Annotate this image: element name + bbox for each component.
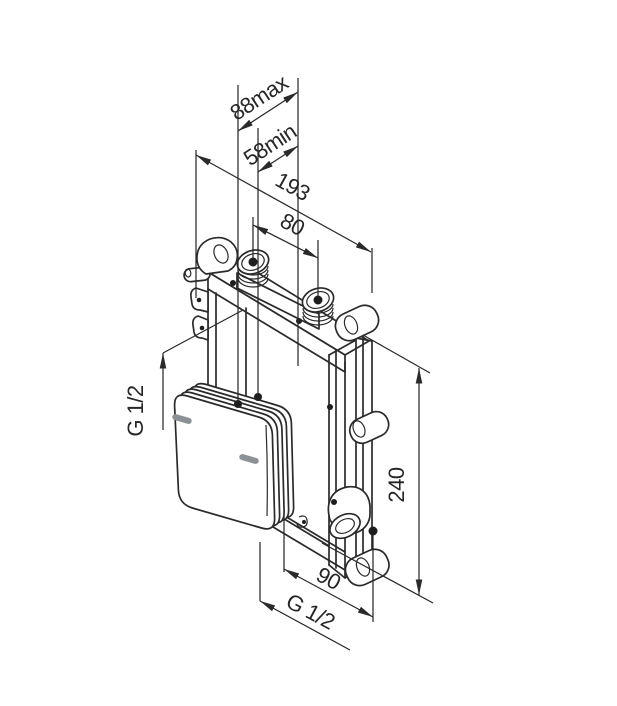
outlet-bore [335,517,355,535]
dimension-depth-min-label: 58min [239,119,301,171]
outlet-elbow [266,484,371,540]
cover-slot-upper [172,414,192,424]
dim-line-80 [252,224,319,259]
ref-dot-cover-inner [254,393,262,401]
mounting-frame [183,236,390,587]
top-right-ear-hole [343,315,359,335]
cover-slot-lower [239,454,259,464]
top-left-ear [196,236,239,275]
thread-bottom-outlet-label: G 1/2 [282,588,339,634]
ext-line-240-bottom [321,542,434,604]
ref-dot-cover-front [234,400,242,408]
ref-dot-outlet [368,526,378,536]
inlet-port-right [296,287,335,326]
dim-line-88max [237,91,299,132]
mid-right-ear-hole [352,420,366,438]
cover-edge-bevel [265,424,268,517]
protective-cover [172,382,295,530]
dim-line-193 [195,154,372,253]
dimension-port-spacing-label: 80 [276,208,308,241]
ext-line-240-top [362,334,431,374]
cover-front-face [173,394,276,530]
mid-right-ear [348,410,390,445]
leader-g12-bottom [259,600,351,651]
thread-top-inlet-label: G 1/2 [123,385,148,437]
dimension-height-label: 240 [384,467,409,502]
dim-line-90 [283,568,374,618]
leader-g12-top-diagonal [162,309,244,354]
right-rail [328,335,373,579]
retainer-curl [296,515,308,528]
